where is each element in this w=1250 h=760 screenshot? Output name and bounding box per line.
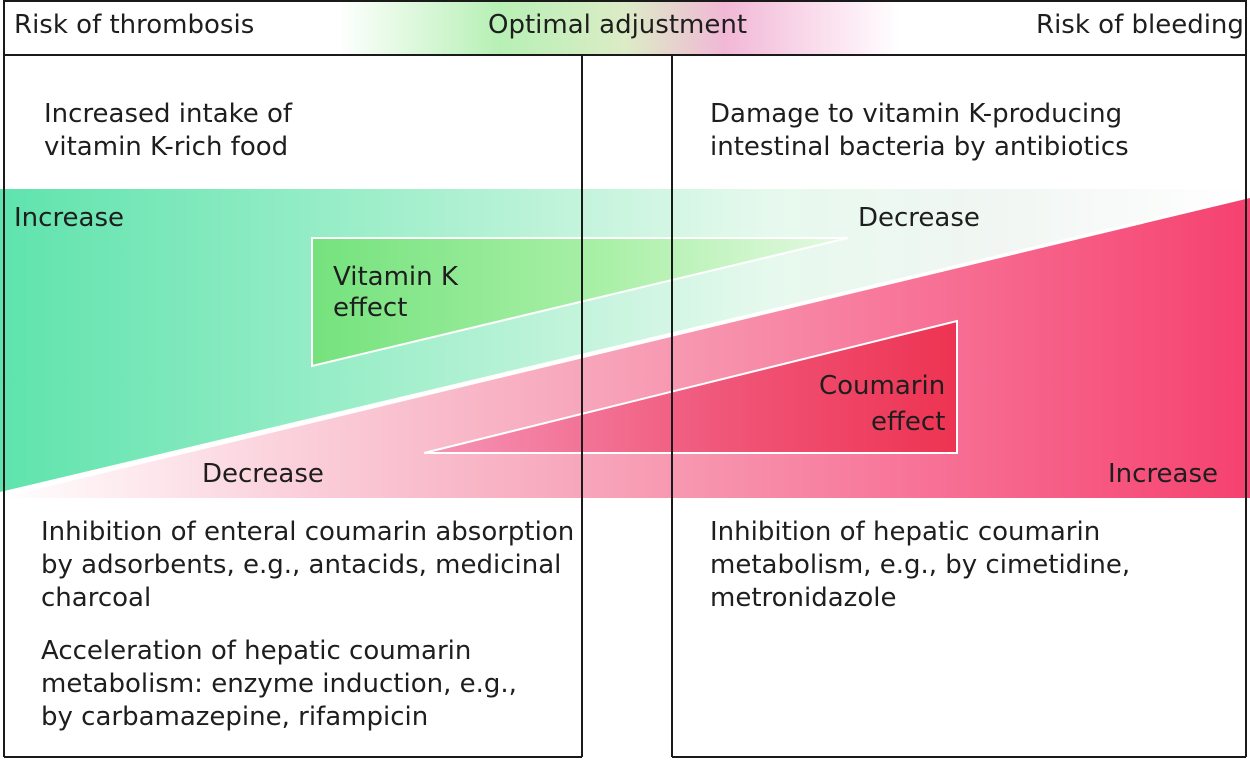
- adsorbents-line-1: Inhibition of enteral coumarin absorptio…: [41, 517, 575, 547]
- frame: [3, 0, 1247, 758]
- header-band: [0, 0, 1250, 55]
- hepatic-inhibition-line-1: Inhibition of hepatic coumarin: [710, 517, 1101, 547]
- header-risk-thrombosis: Risk of thrombosis: [14, 10, 255, 40]
- vitamin-k-intake-line-1: Increased intake of: [44, 99, 293, 129]
- adsorbents-line-3: charcoal: [41, 583, 152, 613]
- adsorbents-line-2: by adsorbents, e.g., antacids, medicinal: [41, 550, 562, 580]
- enzyme-induction-line-2: metabolism: enzyme induction, e.g.,: [41, 669, 517, 699]
- vitamin-k-decrease-label: Decrease: [858, 203, 980, 233]
- antibiotic-damage-line-1: Damage to vitamin K-producing: [710, 99, 1123, 129]
- vitamin-k-effect-line-1: Vitamin K: [333, 262, 458, 292]
- coumarin-decrease-label: Decrease: [202, 459, 324, 489]
- vitamin-k-increase-label: Increase: [14, 203, 125, 233]
- coumarin-effect-line-1: Coumarin: [819, 371, 946, 401]
- coumarin-effect-triangle: [423, 319, 958, 454]
- enzyme-induction-line-1: Acceleration of hepatic coumarin: [41, 636, 472, 666]
- hepatic-inhibition-line-3: metronidazole: [710, 583, 897, 613]
- header-risk-bleeding: Risk of bleeding: [1036, 10, 1244, 40]
- vitamin-k-effect-line-2: effect: [333, 293, 408, 323]
- hepatic-inhibition-line-2: metabolism, e.g., by cimetidine,: [710, 550, 1131, 580]
- header-optimal-adjustment: Optimal adjustment: [488, 10, 748, 40]
- coumarin-increase-label: Increase: [1108, 459, 1219, 489]
- vitamin-k-effect-triangle: [311, 237, 849, 368]
- coumarin-effect-line-2: effect: [871, 407, 946, 437]
- antibiotic-damage-line-2: intestinal bacteria by antibiotics: [710, 132, 1129, 162]
- vitamin-k-intake-line-2: vitamin K-rich food: [44, 132, 289, 162]
- enzyme-induction-line-3: by carbamazepine, rifampicin: [41, 702, 429, 732]
